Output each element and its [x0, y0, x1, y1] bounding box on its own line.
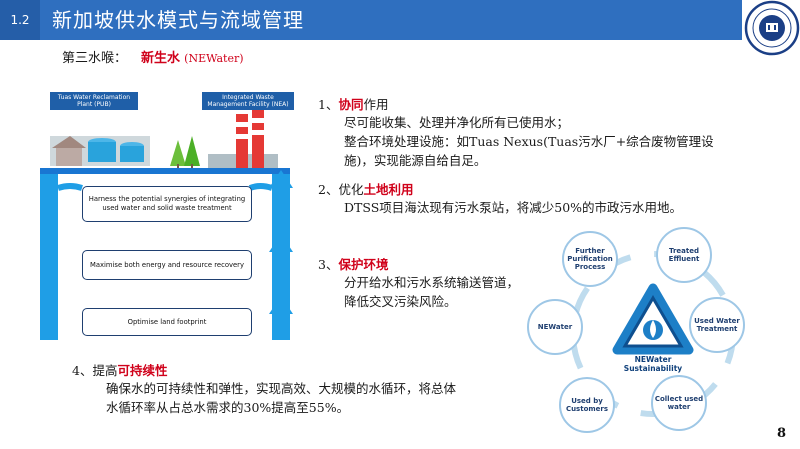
item-4-prefix: 提高 [92, 363, 118, 378]
item-3-line: 分开给水和污水系统输送管道， [344, 275, 520, 290]
subtitle-english: (NEWater) [184, 52, 244, 65]
recovery-bar: Maximise both energy and resource recove… [82, 250, 252, 280]
item-4: 4、提高可持续性 确保水的可持续性和弹性，实现高效、大规模的水循环，将总体 水循… [72, 360, 456, 417]
item-3-number: 3、 [318, 257, 339, 272]
item-1: 1、协同作用 尽可能收集、处理并净化所有已使用水； 整合环境处理设施：如Tuas… [318, 94, 714, 170]
node-collect-used-water: Collect used water [651, 375, 707, 431]
cycle-center-label: NEWater Sustainability [623, 355, 683, 373]
item-1-number: 1、 [318, 97, 339, 112]
section-number: 1.2 [0, 0, 40, 40]
land-footprint-bar: Optimise land footprint [82, 308, 252, 336]
node-further-purification: Further Purification Process [562, 231, 618, 287]
item-1-line: 整合环境处理设施：如Tuas Nexus(Tuas污水厂+综合废物管理设 [344, 134, 714, 149]
item-2-line: DTSS项目海汰现有污水泵站，将减少50%的市政污水用地。 [344, 200, 683, 215]
synergy-bar: Harness the potential synergies of integ… [82, 186, 252, 222]
item-1-suffix: 作用 [363, 97, 389, 112]
subtitle-highlight: 新生水 [141, 51, 181, 66]
label-tuas-plant: Tuas Water Reclamation Plant (PUB) [50, 92, 138, 110]
tuas-nexus-diagram: Tuas Water Reclamation Plant (PUB) Integ… [40, 88, 302, 340]
item-1-line: 施)，实现能源自给自足。 [344, 153, 487, 168]
page-number: 8 [776, 426, 786, 441]
node-used-water-treatment: Used Water Treatment [689, 297, 745, 353]
slide-title: 新加坡供水模式与流域管理 [52, 8, 304, 32]
item-2: 2、优化土地利用 DTSS项目海汰现有污水泵站，将减少50%的市政污水用地。 [318, 179, 682, 217]
subtitle: 第三水喉： 新生水 (NEWater) [62, 47, 244, 66]
node-treated-effluent: Treated Effluent [656, 227, 712, 283]
item-1-line: 尽可能收集、处理并净化所有已使用水； [344, 115, 570, 130]
university-seal-logo [744, 0, 800, 56]
label-waste-facility: Integrated Waste Management Facility (NE… [202, 92, 294, 110]
item-3-keyword: 保护环境 [338, 257, 389, 272]
item-1-keyword: 协同 [338, 97, 364, 112]
item-3-line: 降低交叉污染风险。 [344, 294, 457, 309]
node-newater: NEWater [527, 299, 583, 355]
newater-cycle-diagram: NEWater Sustainability Further Purificat… [525, 222, 780, 444]
item-4-line: 水循环率从占总水需求的30%提高至55%。 [106, 400, 350, 415]
header-bar [0, 0, 742, 40]
item-2-prefix: 优化 [338, 182, 364, 197]
item-4-number: 4、 [72, 363, 93, 378]
item-3: 3、保护环境 分开给水和污水系统输送管道， 降低交叉污染风险。 [318, 254, 519, 311]
node-used-by-customers: Used by Customers [559, 377, 615, 433]
item-4-line: 确保水的可持续性和弹性，实现高效、大规模的水循环，将总体 [106, 381, 457, 396]
subtitle-prefix: 第三水喉： [62, 51, 128, 66]
item-2-keyword: 土地利用 [363, 182, 414, 197]
item-4-keyword: 可持续性 [117, 363, 168, 378]
diagram-graphic [40, 110, 293, 340]
item-2-number: 2、 [318, 182, 339, 197]
